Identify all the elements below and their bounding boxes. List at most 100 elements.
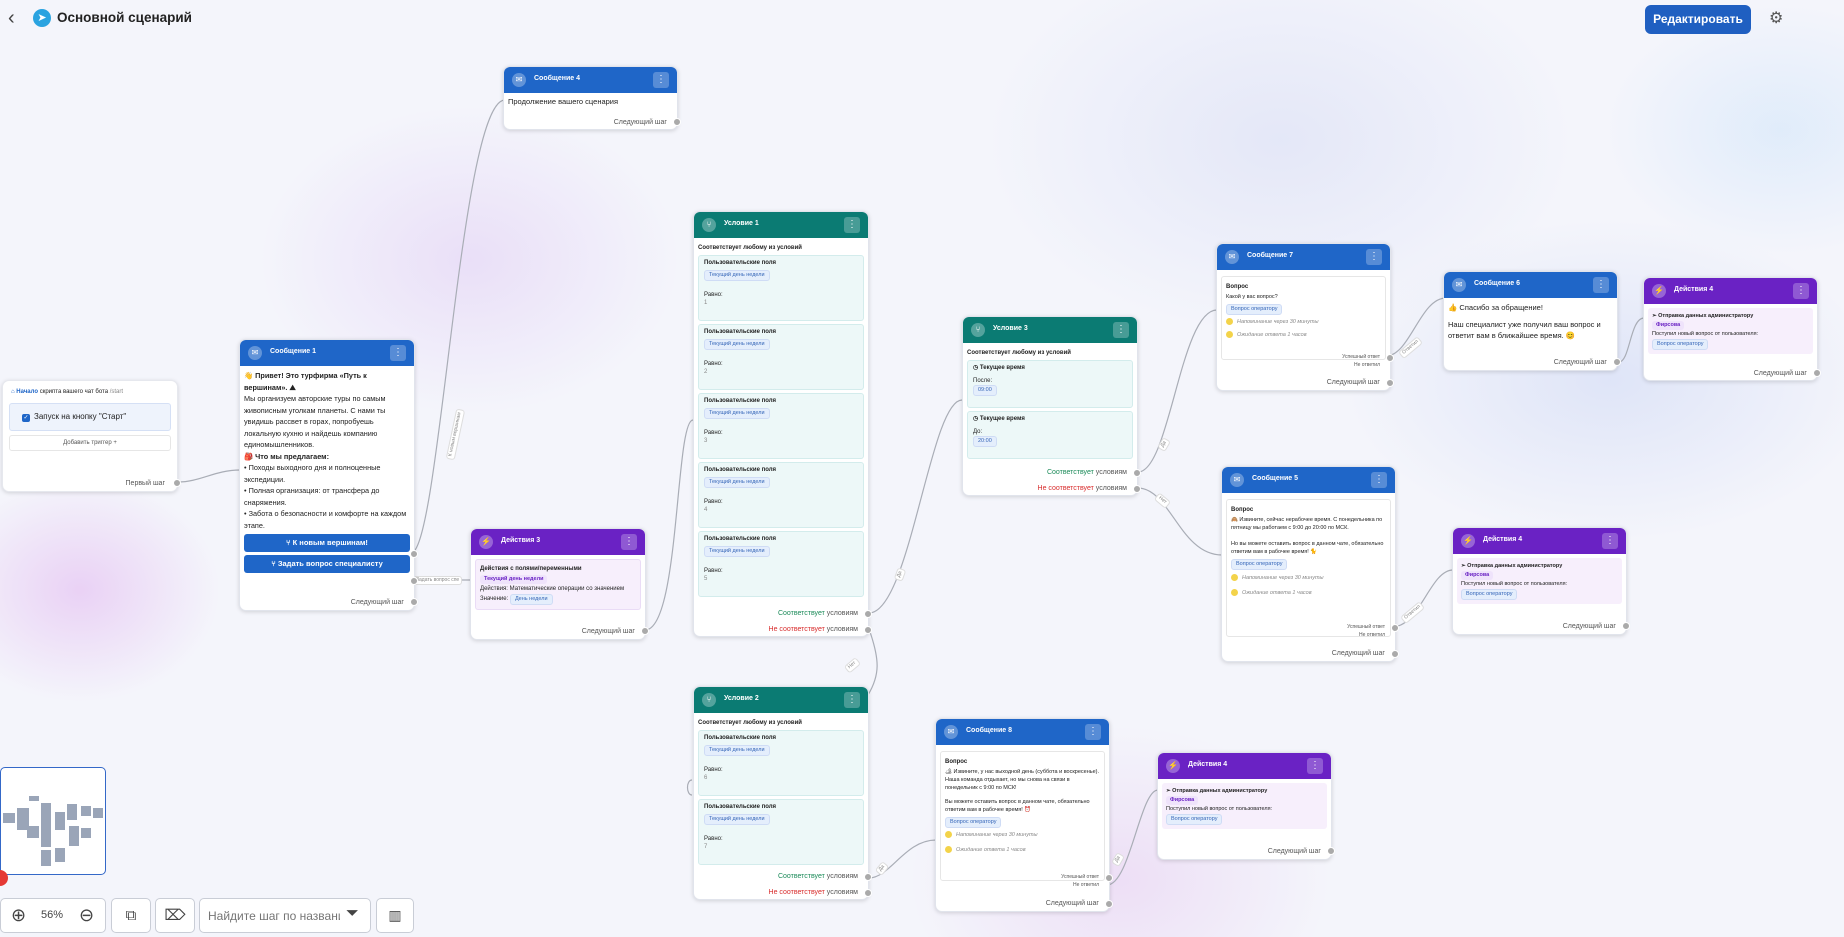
- more-icon[interactable]: ⋮: [1307, 758, 1323, 774]
- value-chip: День недели: [509, 594, 553, 605]
- more-icon[interactable]: ⋮: [1593, 277, 1609, 293]
- actions-4-node[interactable]: ⚡Действия 4⋮ ➢ Отправка данных администр…: [1643, 277, 1821, 381]
- gear-icon[interactable]: ⚙: [1769, 10, 1784, 27]
- node-title: Действия 4: [1483, 536, 1523, 543]
- fit-view-icon: ⧉: [125, 907, 137, 924]
- more-icon[interactable]: ⋮: [390, 345, 406, 361]
- button-ask-specialist[interactable]: ⑂ Задать вопрос специалисту: [244, 555, 410, 573]
- more-icon[interactable]: ⋮: [1113, 322, 1129, 338]
- output-port[interactable]: [1105, 900, 1113, 908]
- button-label: Задать вопрос специалисту: [277, 559, 383, 568]
- more-icon[interactable]: ⋮: [1602, 533, 1618, 549]
- output-port[interactable]: [641, 627, 649, 635]
- output-port[interactable]: [1327, 847, 1335, 855]
- condition-1-node[interactable]: ⑂Условие 1⋮ Соответствует любому из усло…: [693, 211, 872, 637]
- more-icon[interactable]: ⋮: [844, 692, 860, 708]
- body-text: Мы организуем авторские туры по самым жи…: [244, 394, 386, 449]
- no-answer-label: Не ответил: [1359, 632, 1385, 638]
- admin-chip: Фирсова: [1166, 796, 1199, 805]
- telegram-icon: ➤: [33, 9, 51, 27]
- more-icon[interactable]: ⋮: [653, 72, 669, 88]
- next-step-label: Следующий шаг: [1553, 359, 1607, 366]
- add-trigger-button[interactable]: Добавить триггер +: [9, 435, 171, 451]
- output-port[interactable]: [864, 889, 872, 897]
- offer-item: • Забота о безопасности и комфорте на ка…: [244, 509, 407, 530]
- message-5-node[interactable]: ✉Сообщение 5⋮ Вопрос 🙈 Извините, сейчас …: [1221, 466, 1399, 662]
- no-answer-label: Не ответил: [1073, 882, 1099, 888]
- trigger-label: Запуск на кнопку "Старт": [34, 412, 127, 421]
- button-new-peaks[interactable]: ⑂ К новым вершинам!: [244, 534, 410, 552]
- tags-button[interactable]: ⌦: [155, 898, 195, 933]
- more-icon[interactable]: ⋮: [1366, 249, 1382, 265]
- action-heading: Отправка данных администратору: [1172, 788, 1268, 794]
- output-port[interactable]: [1386, 379, 1394, 387]
- output-port[interactable]: [1613, 358, 1621, 366]
- next-step-label: Следующий шаг: [1045, 900, 1099, 907]
- admin-chip: Фирсова: [1652, 321, 1685, 330]
- zoom-out-icon[interactable]: ⊖: [79, 905, 95, 925]
- match-word: Соответствует: [777, 873, 825, 880]
- action-text: Действия: Математические операции со зна…: [480, 586, 625, 592]
- minimap[interactable]: [0, 767, 106, 875]
- trigger-item[interactable]: ✓Запуск на кнопку "Старт": [9, 403, 171, 431]
- message-4-node[interactable]: ✉Сообщение 4⋮ Продолжение вашего сценари…: [503, 66, 681, 130]
- output-port[interactable]: [410, 577, 418, 585]
- next-step-label: Следующий шаг: [581, 628, 635, 635]
- output-port[interactable]: [1105, 874, 1113, 882]
- output-port[interactable]: [864, 873, 872, 881]
- output-port[interactable]: [1133, 469, 1141, 477]
- more-icon[interactable]: ⋮: [621, 534, 637, 550]
- message-6-node[interactable]: ✉Сообщение 6⋮ 👍 Спасибо за обращение! На…: [1443, 271, 1621, 371]
- output-port[interactable]: [864, 626, 872, 634]
- stats-button[interactable]: ▥: [376, 898, 414, 933]
- search-input[interactable]: [208, 906, 340, 926]
- output-port[interactable]: [673, 118, 681, 126]
- condition-2-node[interactable]: ⑂Условие 2⋮ Соответствует любому из усло…: [693, 686, 872, 900]
- message-1-node[interactable]: ✉Сообщение 1⋮ 👋 Привет! Это турфирма «Пу…: [239, 339, 418, 611]
- edge-label: Задать вопрос спе: [413, 576, 463, 585]
- next-step-label: Следующий шаг: [1326, 379, 1380, 386]
- node-title: Условие 1: [724, 220, 759, 227]
- action-icon: ⚡: [479, 535, 493, 549]
- more-icon[interactable]: ⋮: [1085, 724, 1101, 740]
- output-port[interactable]: [1391, 650, 1399, 658]
- nomatch-word: Не соответствует: [1037, 485, 1094, 492]
- zoom-in-icon[interactable]: ⊕: [11, 905, 27, 925]
- offer-item: • Полная организация: от трансфера до сн…: [244, 486, 380, 507]
- node-title: Действия 4: [1674, 286, 1714, 293]
- next-step-label: Следующий шаг: [1267, 848, 1321, 855]
- actions-4-node[interactable]: ⚡Действия 4⋮ ➢ Отправка данных администр…: [1157, 752, 1335, 860]
- nomatch-word: Не соответствует: [768, 889, 825, 896]
- back-icon[interactable]: ‹: [8, 7, 15, 29]
- output-port[interactable]: [1133, 485, 1141, 493]
- output-port[interactable]: [1386, 354, 1394, 362]
- message-7-node[interactable]: ✉Сообщение 7⋮ Вопрос Какой у вас вопрос?…: [1216, 243, 1394, 391]
- filter-icon[interactable]: ⏷: [346, 905, 359, 922]
- edit-button[interactable]: Редактировать: [1645, 5, 1751, 34]
- output-port[interactable]: [1622, 622, 1630, 630]
- more-icon[interactable]: ⋮: [844, 217, 860, 233]
- output-port[interactable]: [410, 598, 418, 606]
- clock-icon: ◷: [973, 416, 979, 422]
- value-label: Значение:: [480, 596, 509, 602]
- action-heading: Отправка данных администратору: [1467, 563, 1563, 569]
- action-text: Поступил новый вопрос от пользователя:: [1166, 806, 1273, 812]
- match-mode: Соответствует любому из условий: [698, 245, 802, 251]
- output-port[interactable]: [173, 479, 181, 487]
- fit-view-button[interactable]: ⧉: [111, 898, 151, 933]
- output-port[interactable]: [410, 550, 418, 558]
- more-icon[interactable]: ⋮: [1371, 472, 1387, 488]
- condition-3-node[interactable]: ⑂Условие 3⋮ Соответствует любому из усло…: [962, 316, 1141, 496]
- output-port[interactable]: [864, 610, 872, 618]
- actions-3-node[interactable]: ⚡Действия 3⋮ Действия с полями/переменны…: [470, 528, 649, 640]
- actions-4-node[interactable]: ⚡Действия 4⋮ ➢ Отправка данных администр…: [1452, 527, 1630, 635]
- output-port[interactable]: [1391, 624, 1399, 632]
- match-rest: условиям: [826, 610, 858, 617]
- more-icon[interactable]: ⋮: [1793, 283, 1809, 299]
- output-port[interactable]: [1813, 369, 1821, 377]
- start-node[interactable]: ⌂ Начало скрипта вашего чат бота /start …: [2, 380, 181, 492]
- message-8-node[interactable]: ✉Сообщение 8⋮ Вопрос 🏕 Извините, у нас в…: [935, 718, 1113, 912]
